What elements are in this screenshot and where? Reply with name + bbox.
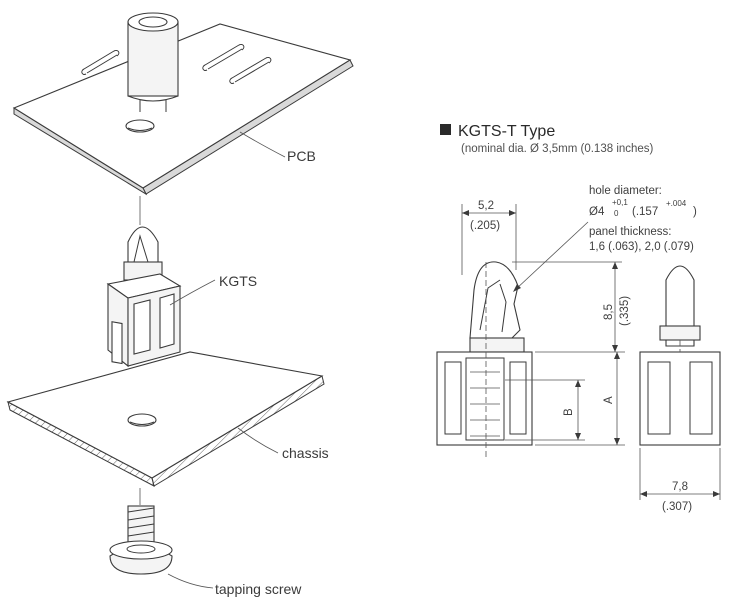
dim-b: B [505, 379, 585, 441]
side-view [639, 265, 721, 446]
svg-text:+.004: +.004 [666, 199, 687, 208]
svg-text:0: 0 [614, 209, 619, 218]
capacitor-component [127, 12, 179, 112]
panel-thickness-values: 1,6 (.063), 2,0 (.079) [589, 241, 694, 253]
dim-top-width: 5,2 (.205) [461, 200, 517, 275]
pcb-board [12, 12, 354, 196]
label-chassis: chassis [282, 445, 329, 461]
note-leader-arrow [513, 221, 589, 292]
chassis-plate [6, 351, 325, 487]
front-view [436, 261, 533, 460]
svg-text:(.335): (.335) [619, 296, 631, 326]
label-kgts: KGTS [219, 273, 257, 289]
exploded-view: PCB KGTS chassis tapping screw [6, 12, 354, 597]
label-tapping-screw: tapping screw [215, 581, 302, 597]
svg-text:5,2: 5,2 [478, 200, 494, 212]
hole-diameter-label: hole diameter: [589, 185, 662, 197]
dim-a: A [535, 352, 625, 446]
dim-side-width: 7,8 (.307) [639, 448, 721, 513]
svg-text:7,8: 7,8 [672, 481, 688, 493]
label-pcb: PCB [287, 148, 316, 164]
svg-text:A: A [603, 396, 615, 404]
drawing-subtitle: (nominal dia. Ø 3,5mm (0.138 inches) [461, 143, 654, 155]
dim-height: 8,5 (.335) [512, 261, 631, 353]
svg-text:(.307): (.307) [662, 501, 692, 513]
svg-text:): ) [693, 206, 697, 218]
hole-diameter-value: Ø4 [589, 206, 605, 218]
title-marker-icon [440, 124, 451, 135]
svg-text:8,5: 8,5 [603, 304, 615, 320]
dimension-drawing: KGTS-T Type (nominal dia. Ø 3,5mm (0.138… [436, 123, 721, 513]
panel-thickness-label: panel thickness: [589, 226, 671, 238]
pcb-hole [125, 119, 155, 133]
drawing-title: KGTS-T Type [458, 123, 555, 140]
svg-text:(.157: (.157 [632, 206, 658, 218]
svg-text:(.205): (.205) [470, 220, 500, 232]
tapping-screw [109, 505, 173, 575]
chassis-hole [127, 413, 157, 427]
spec-notes: hole diameter: Ø4 +0,1 0 (.157 +.004 ) p… [589, 185, 697, 253]
kgts-spacer [106, 226, 182, 368]
svg-text:+0,1: +0,1 [612, 198, 628, 207]
component-leads [81, 44, 272, 84]
svg-text:B: B [563, 408, 575, 416]
callout-leaders [167, 131, 286, 589]
